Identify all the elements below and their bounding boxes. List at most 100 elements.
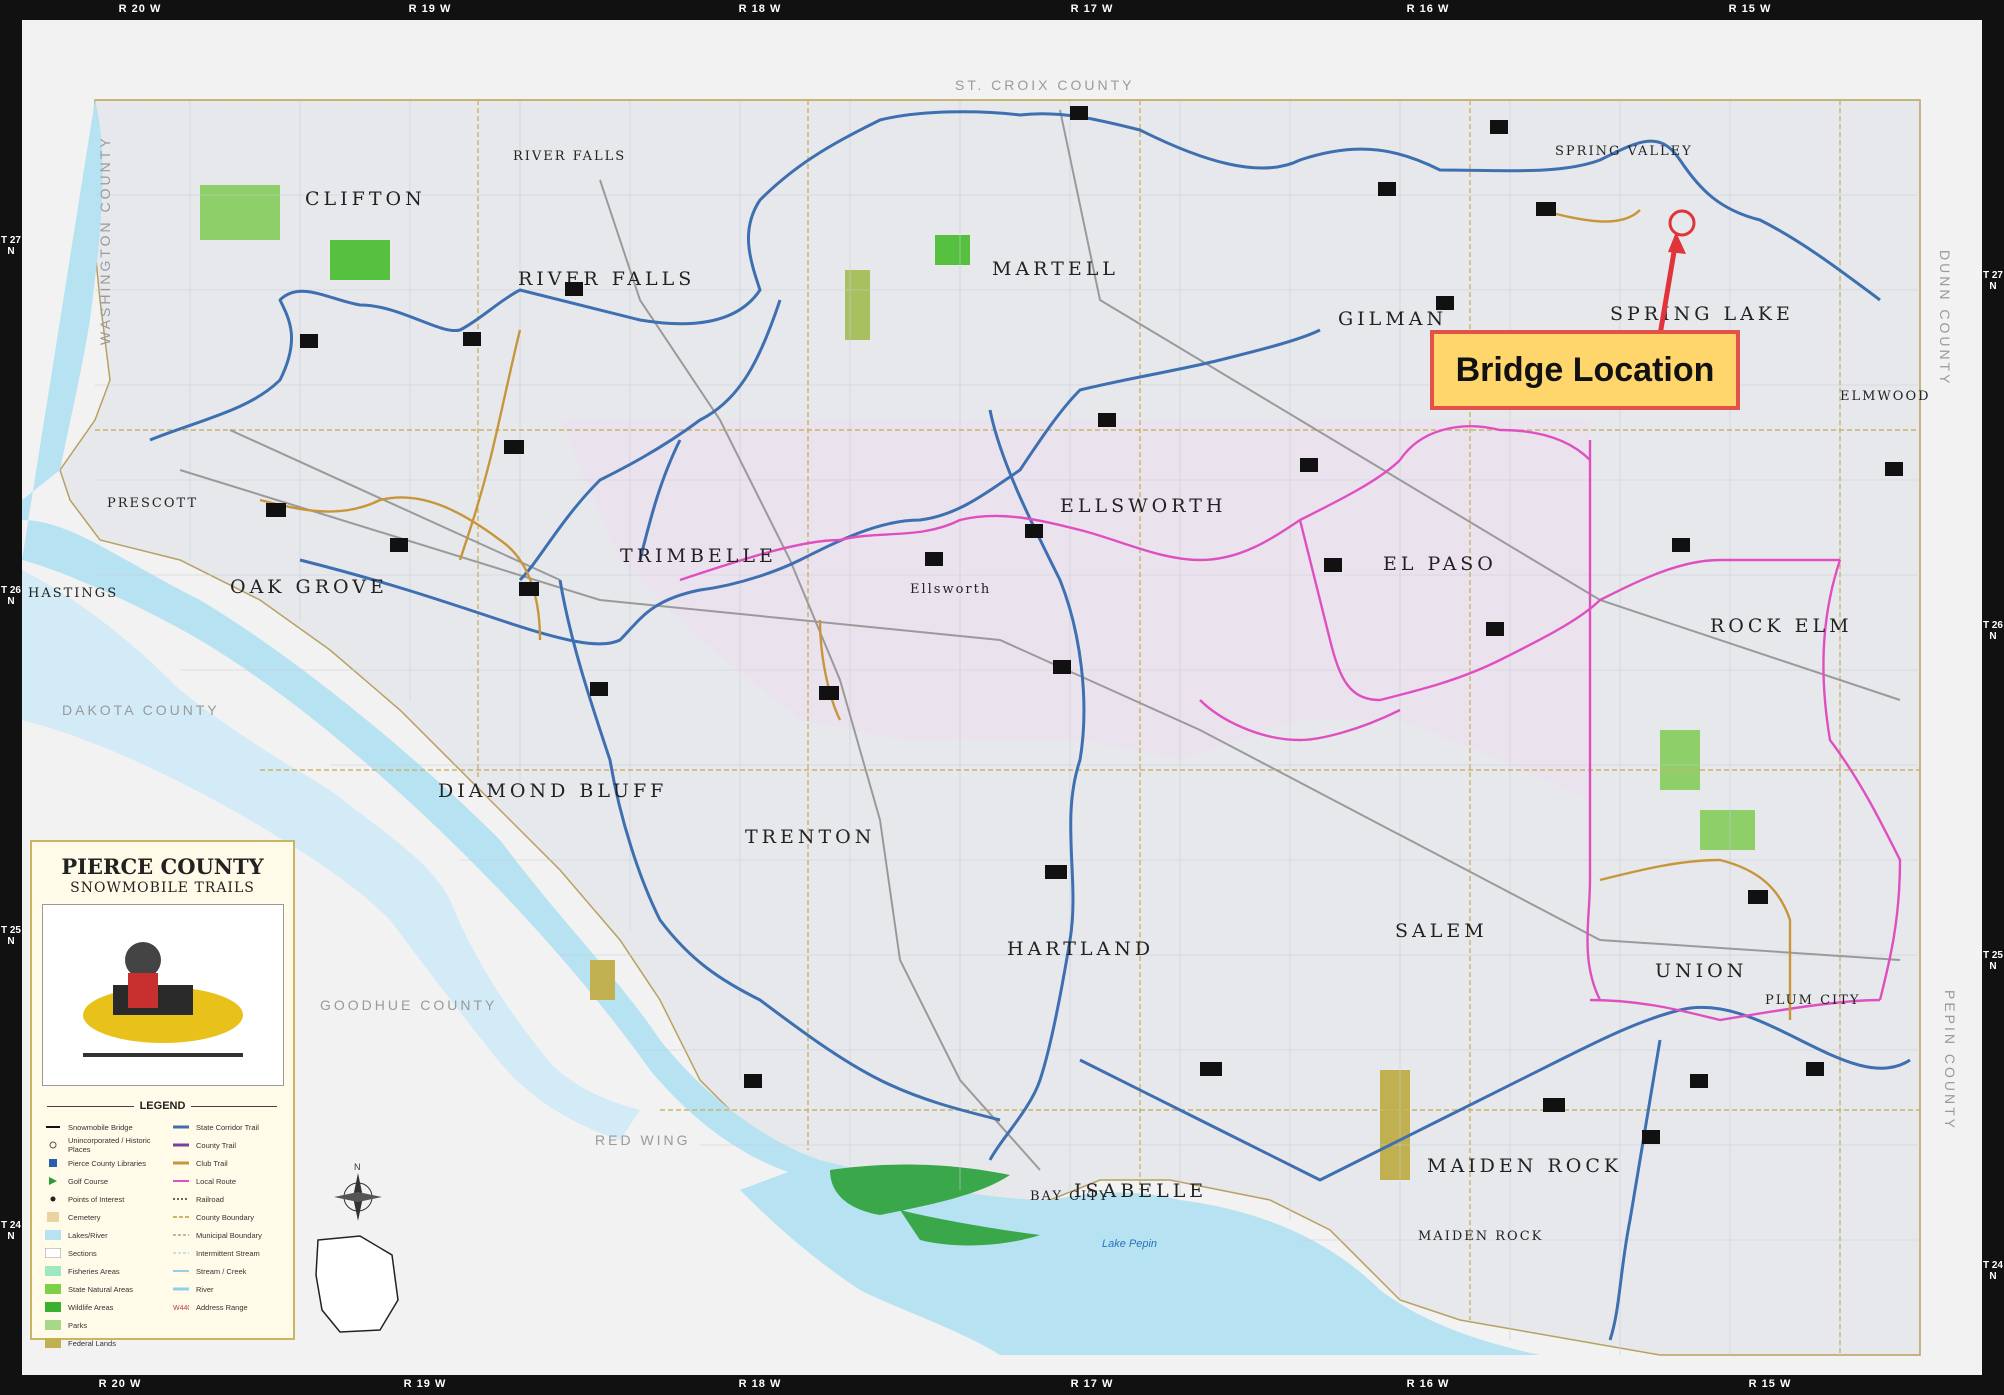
legend-subtitle: SNOWMOBILE TRAILS [70,880,255,896]
legend-column-right: State Corridor Trail County Trail Club T… [172,1118,292,1316]
city-label-maiden-rock: MAIDEN ROCK [1418,1229,1543,1244]
township-bar-left: T 27 N T 26 N T 25 N T 24 N [0,20,22,1375]
state-trail-icon [172,1122,190,1132]
city-label-elmwood: ELMWOOD [1840,389,1931,404]
svg-text:W4400: W4400 [173,1305,189,1311]
township-label-martell: MARTELL [992,258,1119,280]
trail-shield [1045,865,1067,879]
legend-item: Stream / Creek [172,1262,292,1280]
river-floodplain [22,570,640,1140]
county-label-dakota: DAKOTA COUNTY [62,702,220,718]
county-map[interactable]: CLIFTON RIVER FALLS MARTELL GILMAN SPRIN… [22,20,1982,1375]
local-route-icon [172,1176,190,1186]
callout-arrow-head [1668,232,1686,254]
county-label-washington: WASHINGTON COUNTY [97,135,113,345]
legend-heading: LEGEND [32,1100,293,1112]
lake-label-pepin: Lake Pepin [1102,1238,1157,1250]
legend-item: Wildlife Areas [44,1298,169,1316]
city-label-plum-city: PLUM CITY [1765,993,1860,1008]
township-label-trenton: TRENTON [745,826,875,848]
wildlife-area [900,1210,1040,1246]
trail-shield [1490,120,1508,134]
park-area [845,270,870,340]
trail-shield [1025,524,1043,538]
club-trail-marker [519,582,539,596]
intermittent-stream-icon [172,1248,190,1258]
trail-shield [744,1074,762,1088]
legend-item: County Trail [172,1136,292,1154]
trail-shield [300,334,318,348]
stream-icon [172,1266,190,1276]
trail-shield [1053,660,1071,674]
city-label-river-falls: RIVER FALLS [513,149,626,164]
range-label: R 17 W [1070,3,1114,15]
legend-panel: PIERCE COUNTY SNOWMOBILE TRAILS LEGEND S… [30,840,295,1348]
trail-shields [266,106,1903,1144]
legend-item: Lakes/River [44,1226,169,1244]
place-label-red-wing: RED WING [595,1132,691,1148]
park-icon [44,1320,62,1330]
township-label: T 27 N [1982,270,2003,292]
park-area [1700,810,1755,850]
legend-item: W4400Address Range [173,1302,248,1312]
highways [179,109,1901,1171]
township-label: T 24 N [1982,1260,2003,1282]
trail-shield [1672,538,1690,552]
park-nugget-lake [1660,730,1700,790]
bridge-location-marker[interactable] [1668,209,1696,237]
township-label-rock-elm: ROCK ELM [1710,615,1853,637]
city-label-hastings: HASTINGS [28,586,118,601]
township-label: T 26 N [1982,620,2003,642]
city-label-ellsworth: Ellsworth [910,582,991,597]
range-label: R 20 W [98,1378,142,1390]
water-icon [44,1230,62,1240]
bridge-location-label: Bridge Location [1455,350,1715,389]
township-label-hartland: HARTLAND [1007,938,1154,960]
township-label-isabelle: ISABELLE [1074,1180,1207,1202]
legend-item: State Corridor Trail [172,1118,292,1136]
legend-item: Pierce County Libraries [44,1154,169,1172]
svg-text:N: N [354,1162,361,1172]
county-boundary-icon [172,1212,190,1222]
range-label: R 20 W [118,3,162,15]
township-label-el-paso: EL PASO [1383,553,1497,575]
trail-shield [1300,458,1318,472]
municipal-boundary-icon [172,1230,190,1240]
trail-shield [1098,413,1116,427]
legend-item: Local Route [172,1172,292,1190]
legend-item: River [172,1280,292,1298]
township-label-maiden-rock: MAIDEN ROCK [1427,1155,1622,1177]
township-label-trimbelle: TRIMBELLE [620,545,777,567]
library-icon [44,1158,62,1168]
range-bar-bottom: R 20 W R 19 W R 18 W R 17 W R 16 W R 15 … [0,1375,2004,1395]
fishery-icon [44,1266,62,1276]
county-trail-icon [172,1140,190,1150]
club-trail-marker [1536,202,1556,216]
place-icon [44,1140,62,1150]
legend-item: Fisheries Areas [44,1262,169,1280]
club-trail-marker [1748,890,1768,904]
lake-pepin [740,1160,1540,1355]
legend-item: Federal Lands [44,1334,169,1352]
township-label-salem: SALEM [1395,920,1488,942]
compass-rose-icon: N [334,1162,382,1221]
range-label: R 18 W [738,3,782,15]
township-label-union: UNION [1655,960,1747,982]
township-label-ellsworth: ELLSWORTH [1060,495,1226,517]
trail-shield [565,282,583,296]
wildlife-area [935,235,970,265]
township-labels: CLIFTON RIVER FALLS MARTELL GILMAN SPRIN… [230,188,1853,1202]
trail-shield [1324,558,1342,572]
county-label-dunn: DUNN COUNTY [1937,250,1953,386]
township-label: T 24 N [0,1220,21,1242]
natural-area-icon [44,1284,62,1294]
legend-item: State Natural Areas [44,1280,169,1298]
township-label-oak-grove: OAK GROVE [230,576,388,598]
club-trail-marker [504,440,524,454]
golf-icon [44,1176,62,1186]
local-routes [679,425,1902,1022]
trail-shield [1436,296,1454,310]
township-label: T 25 N [0,925,21,947]
range-label: R 17 W [1070,1378,1114,1390]
bridge-location-callout: Bridge Location [1430,330,1740,410]
